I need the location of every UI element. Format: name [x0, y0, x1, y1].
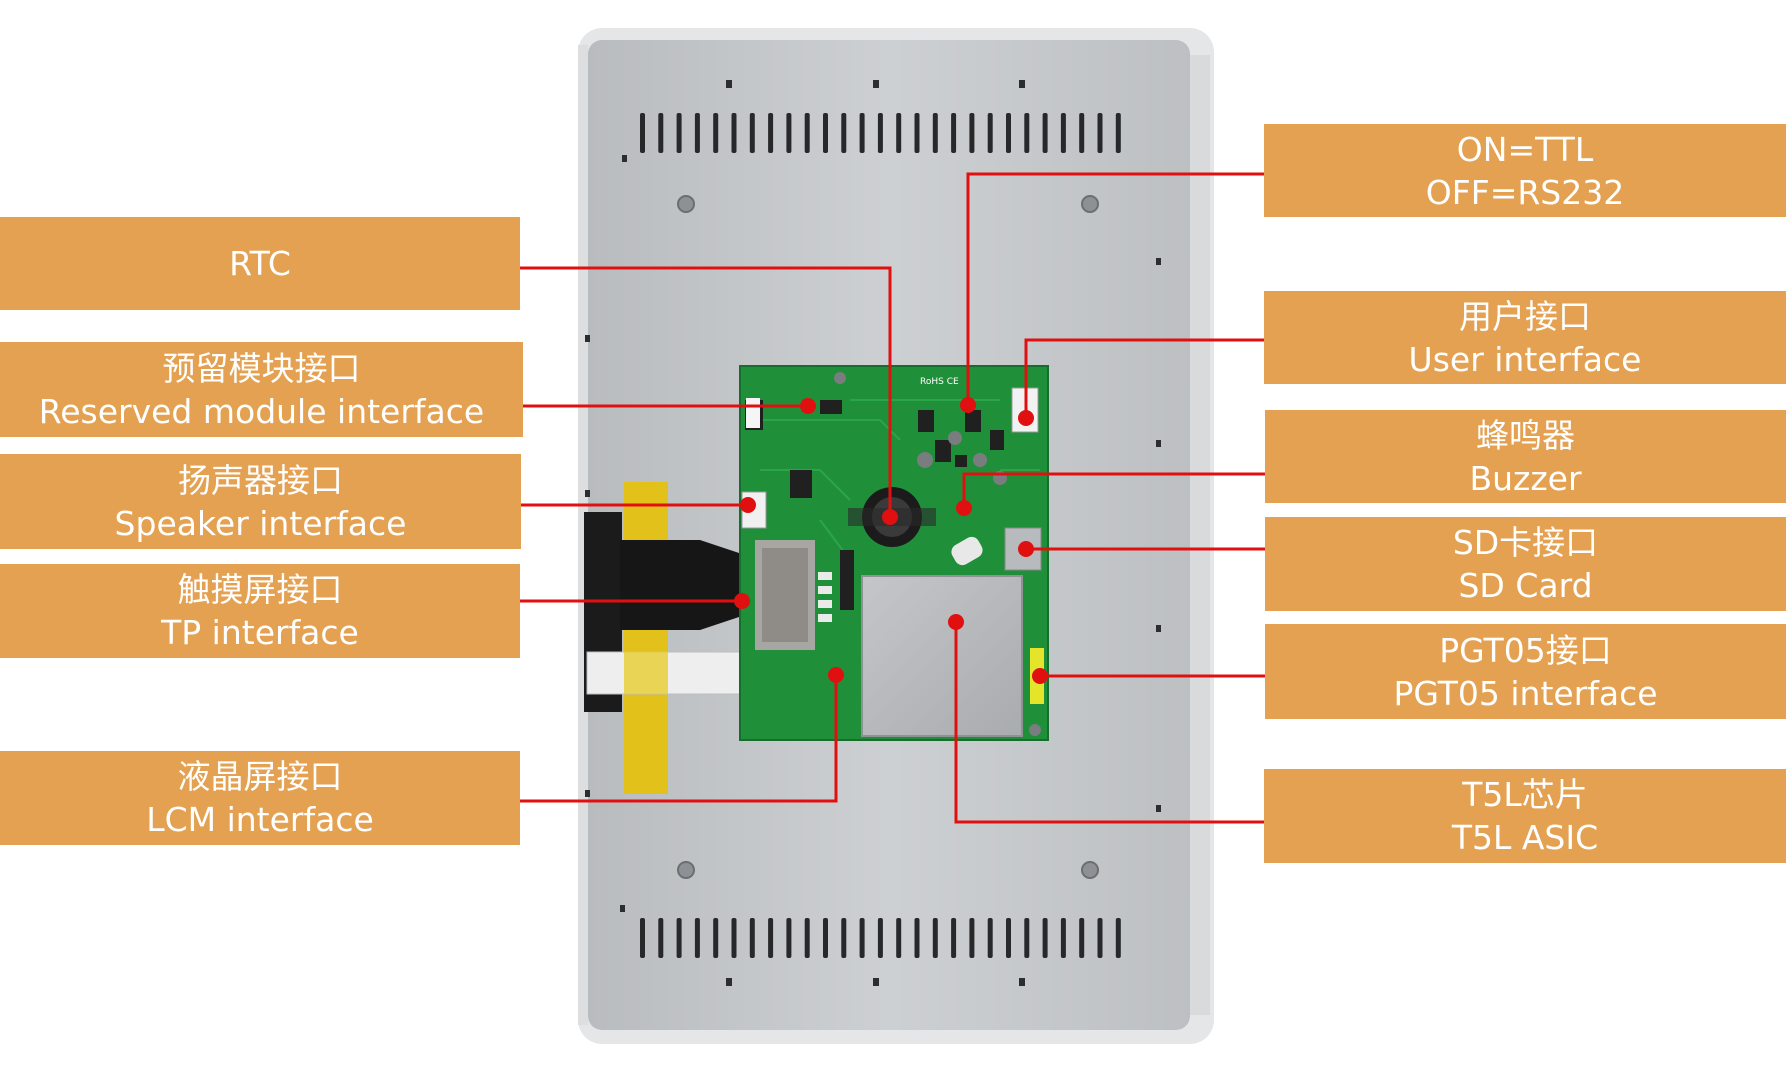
label-buzzer-line1: 蜂鸣器 [1476, 415, 1575, 455]
label-pgt05-line2: PGT05 interface [1393, 673, 1658, 713]
label-touch-panel: 触摸屏接口 TP interface [0, 564, 520, 658]
vent-slot [676, 113, 682, 153]
vent-slot [804, 918, 810, 958]
vent-slot [859, 113, 865, 153]
vent-slot [658, 918, 664, 958]
vent-slot [914, 918, 920, 958]
vent-slot [877, 918, 883, 958]
main-pcb: RoHS CE [739, 365, 1049, 741]
vent-slot [786, 113, 792, 153]
label-ttl-line1: ON=TTL [1456, 129, 1594, 169]
label-touch-line2: TP interface [161, 613, 359, 652]
label-sd-line2: SD Card [1458, 566, 1593, 605]
label-speaker-line1: 扬声器接口 [178, 460, 343, 500]
vent-slot [969, 918, 975, 958]
label-lcm: 液晶屏接口 LCM interface [0, 751, 520, 845]
vent-slot [932, 918, 938, 958]
vent-slot [640, 113, 645, 153]
label-ttl-rs232: ON=TTL OFF=RS232 [1264, 124, 1786, 217]
vent-slot [768, 113, 774, 153]
vent-slot [969, 113, 975, 153]
label-reserved-line2: Reserved module interface [38, 391, 485, 431]
label-speaker-line2: Speaker interface [114, 503, 407, 543]
vent-slot [987, 918, 993, 958]
vent-slot [841, 113, 847, 153]
label-sd-card: SD卡接口 SD Card [1265, 517, 1786, 611]
vent-slot [896, 113, 902, 153]
vent-slot [1115, 113, 1121, 153]
vent-slot [713, 918, 719, 958]
bottom-vent-slots [640, 918, 1121, 958]
vent-slot [1079, 113, 1085, 153]
vent-slot [951, 113, 957, 153]
vent-slot [768, 918, 774, 958]
vent-slot [1079, 918, 1085, 958]
vent-slot [1097, 918, 1103, 958]
label-user-line1: 用户接口 [1459, 296, 1591, 336]
vent-slot [987, 113, 993, 153]
vent-slot [1042, 918, 1048, 958]
vent-slot [1115, 918, 1121, 958]
label-touch-line1: 触摸屏接口 [177, 570, 343, 609]
vent-slot [731, 918, 737, 958]
vent-slot [786, 918, 792, 958]
label-buzzer-line2: Buzzer [1469, 458, 1582, 498]
vent-slot [749, 113, 755, 153]
vent-slot [1042, 113, 1048, 153]
vent-slot [1024, 918, 1030, 958]
label-pgt05-line1: PGT05接口 [1439, 630, 1612, 670]
vent-slot [676, 918, 682, 958]
rivet-marks [585, 80, 1161, 986]
label-user-interface: 用户接口 User interface [1264, 291, 1786, 384]
mounting-studs [677, 195, 1099, 879]
vent-slot [1006, 113, 1011, 153]
vent-slot [804, 113, 810, 153]
label-rtc: RTC [0, 217, 520, 310]
label-ttl-line2: OFF=RS232 [1425, 172, 1625, 212]
vent-slot [731, 113, 737, 153]
vent-slot [841, 918, 847, 958]
vent-slot [749, 918, 755, 958]
vent-slot [1024, 113, 1030, 153]
label-user-line2: User interface [1408, 339, 1642, 379]
top-vent-slots [640, 113, 1121, 153]
label-reserved-line1: 预留模块接口 [162, 348, 361, 388]
vent-slot [1060, 918, 1066, 958]
leader-lines [520, 172, 1265, 824]
label-rtc-line1: RTC [229, 244, 291, 283]
vent-slot [640, 918, 645, 958]
label-buzzer: 蜂鸣器 Buzzer [1265, 410, 1786, 503]
label-reserved-module: 预留模块接口 Reserved module interface [0, 342, 523, 437]
vent-slot [694, 918, 700, 958]
label-lcm-line2: LCM interface [146, 800, 374, 839]
vent-slot [932, 113, 938, 153]
svg-text:RoHS CE: RoHS CE [920, 377, 959, 387]
vent-slot [658, 113, 664, 153]
vent-slot [823, 113, 828, 153]
label-lcm-line1: 液晶屏接口 [177, 757, 343, 796]
vent-slot [914, 113, 920, 153]
vent-slot [1006, 918, 1011, 958]
label-asic-line1: T5L芯片 [1462, 775, 1588, 814]
vent-slot [694, 113, 700, 153]
label-pgt05: PGT05接口 PGT05 interface [1265, 624, 1786, 719]
label-speaker: 扬声器接口 Speaker interface [0, 454, 521, 549]
vent-slot [896, 918, 902, 958]
vent-slot [1097, 113, 1103, 153]
vent-slot [823, 918, 828, 958]
vent-slot [951, 918, 957, 958]
label-t5l-asic: T5L芯片 T5L ASIC [1264, 769, 1786, 863]
vent-slot [859, 918, 865, 958]
vent-slot [877, 113, 883, 153]
label-asic-line2: T5L ASIC [1451, 818, 1599, 857]
leader-dots [734, 397, 1048, 684]
label-sd-line1: SD卡接口 [1452, 523, 1599, 562]
vent-slot [1060, 113, 1066, 153]
vent-slot [713, 113, 719, 153]
